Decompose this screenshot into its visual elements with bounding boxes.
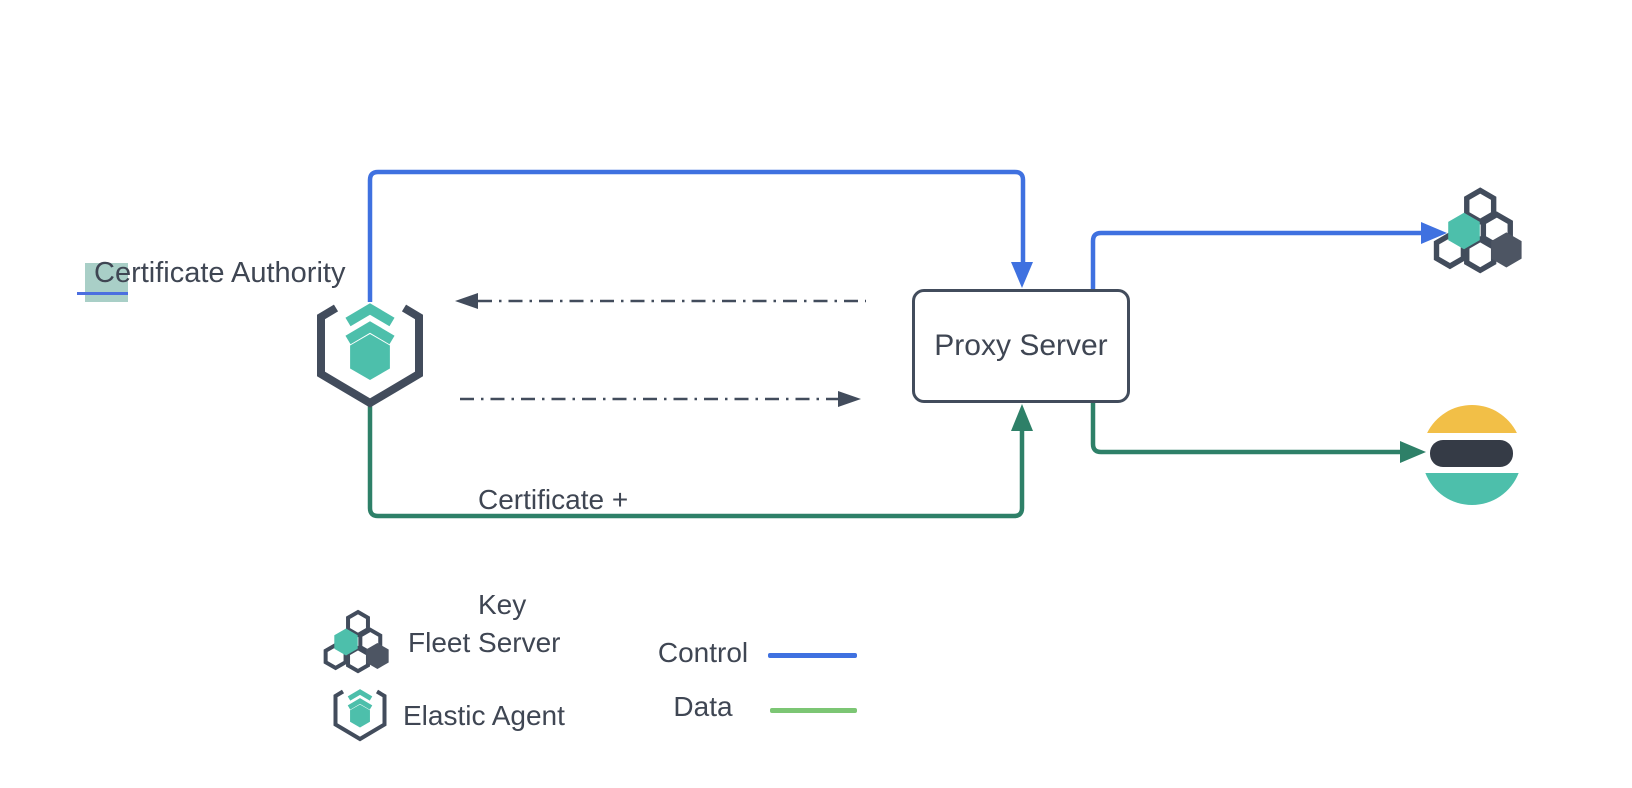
legend-data-line-sample	[770, 708, 857, 713]
legend-elastic-agent-icon	[336, 692, 385, 740]
proxy-server-label: Proxy Server	[934, 329, 1108, 362]
arrowhead-down-icon	[1011, 262, 1033, 288]
data-edge-agent-to-proxy[interactable]	[367, 404, 1033, 519]
cert-key-dashed-arrow[interactable]	[460, 391, 861, 407]
text-cursor-underline	[77, 292, 128, 295]
elastic-agent-icon[interactable]	[321, 308, 419, 403]
arrowhead-right-icon	[838, 391, 861, 407]
certificate-key-line1: Certificate +	[478, 484, 629, 515]
control-edge-proxy-to-fleet[interactable]	[1090, 222, 1447, 289]
legend-fleet-server-icon	[323, 610, 391, 674]
cert-request-dashed-arrow[interactable]	[455, 293, 866, 309]
fleet-server-icon[interactable]	[1437, 191, 1522, 271]
arrowhead-right-icon	[1400, 441, 1426, 463]
selected-character: C	[94, 257, 115, 289]
arrowhead-up-icon	[1011, 404, 1033, 431]
label-remainder: ertificate Authority	[114, 257, 346, 289]
legend-control-label: Control	[657, 637, 749, 668]
legend-control-line-sample	[768, 653, 857, 658]
text-selection-highlight	[85, 263, 128, 302]
control-edge-ca-to-proxy[interactable]	[367, 169, 1033, 302]
legend-fleet-server-label: Fleet Server	[408, 627, 561, 658]
certificate-key-line2: Key	[478, 589, 527, 620]
arrowhead-left-icon	[455, 293, 478, 309]
proxy-server-node[interactable]: Proxy Server	[912, 289, 1130, 403]
legend-elastic-agent-label: Elastic Agent	[403, 700, 565, 731]
data-edge-proxy-to-elasticsearch[interactable]	[1090, 403, 1426, 463]
elasticsearch-logo[interactable]	[1425, 404, 1519, 506]
legend-data-label: Data	[673, 691, 733, 722]
certificate-key-edge-label[interactable]: Certificate + Key	[478, 412, 628, 692]
certificate-authority-label[interactable]: Certificate Authority	[94, 257, 345, 290]
arrowhead-right-icon	[1421, 222, 1447, 244]
